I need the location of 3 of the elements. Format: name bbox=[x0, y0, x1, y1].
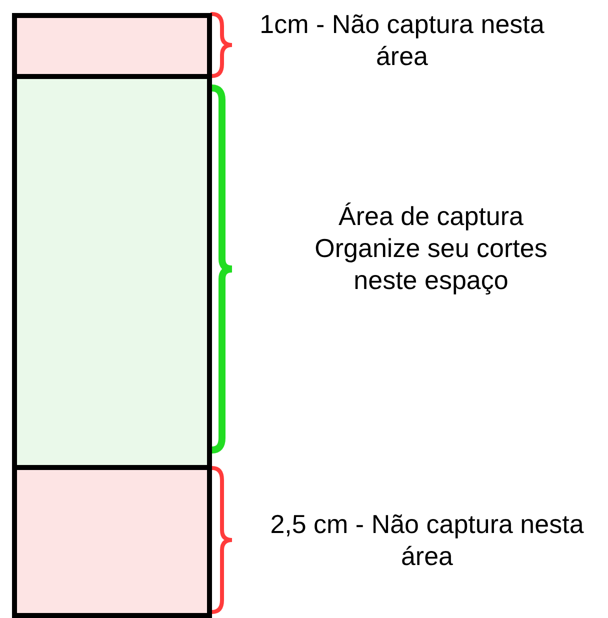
annotation-text: Área de captura Organize seu cortes neste espaço bbox=[314, 200, 548, 296]
annotation-text: 1cm - Não captura nesta área bbox=[258, 8, 546, 72]
annotation-text: 2,5 cm - Não captura nesta área bbox=[269, 508, 585, 572]
